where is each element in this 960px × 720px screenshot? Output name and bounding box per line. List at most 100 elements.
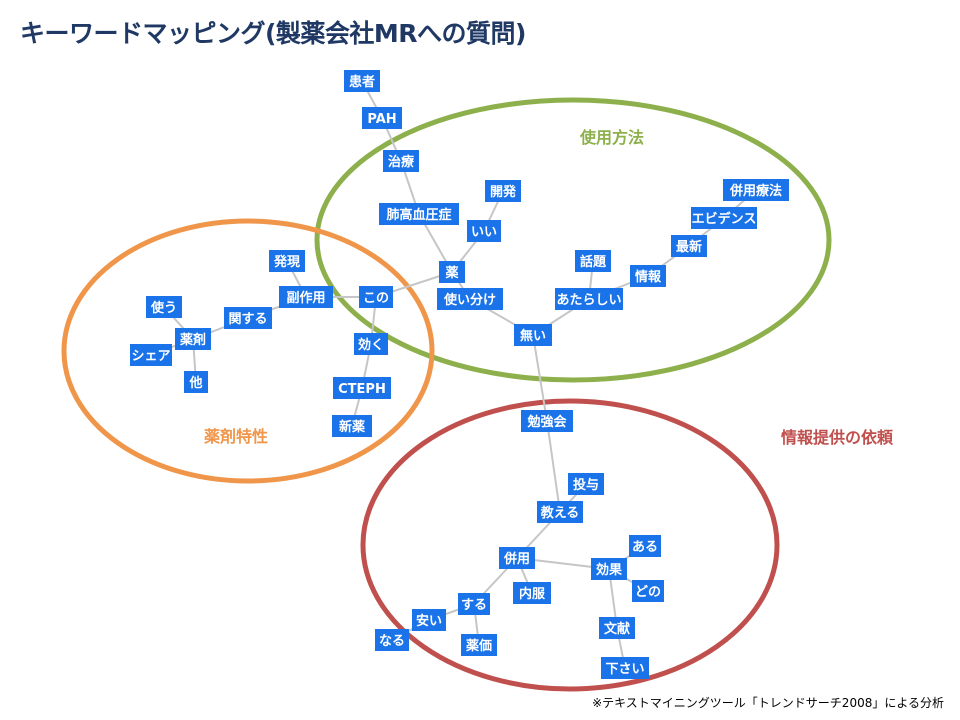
keyword-box — [568, 473, 604, 495]
keyword-box — [184, 371, 208, 393]
keyword-box — [175, 328, 211, 350]
keyword-box — [359, 286, 393, 308]
keyword-label: 効く — [358, 337, 384, 353]
keyword-node-evidence: エビデンス — [691, 207, 757, 229]
keyword-box — [632, 580, 664, 602]
keyword-label: エビデンス — [692, 211, 757, 227]
keyword-box — [375, 629, 409, 651]
keyword-nodes: 患者PAH治療開発肺高血圧症いい薬使い分け無い話題あたらしい情報最新エビデンス併… — [130, 70, 789, 679]
keyword-box — [591, 558, 627, 580]
keyword-node-oshieru: 教える — [537, 501, 583, 523]
keyword-box — [521, 410, 573, 432]
keyword-node-nai: 無い — [514, 324, 552, 346]
keyword-box — [601, 657, 649, 679]
keyword-box — [437, 288, 503, 310]
keyword-node-fukusayou: 副作用 — [279, 286, 333, 308]
keyword-box — [383, 150, 419, 172]
keyword-node-yakka: 薬価 — [461, 634, 497, 656]
keyword-box — [537, 501, 583, 523]
cluster-label-drug: 薬剤特性 — [203, 427, 268, 446]
keyword-node-heiyou: 併用 — [499, 547, 535, 569]
keyword-node-suru: する — [458, 593, 490, 615]
keyword-label: 副作用 — [286, 290, 325, 306]
keyword-box — [575, 250, 611, 272]
keyword-node-benkyoukai: 勉強会 — [521, 410, 573, 432]
keyword-node-heiyouryouhou: 併用療法 — [723, 179, 789, 201]
keyword-node-hoka: 他 — [184, 371, 208, 393]
keyword-node-toyo: 投与 — [568, 473, 604, 495]
keyword-box — [439, 261, 465, 283]
keyword-node-wadai: 話題 — [575, 250, 611, 272]
keyword-node-naifuku: 内服 — [513, 582, 551, 604]
keyword-edges — [150, 80, 757, 669]
cluster-ellipse-info — [360, 398, 780, 692]
keyword-node-yasui: 安い — [412, 609, 446, 631]
keyword-node-kanja: 患者 — [344, 70, 380, 92]
keyword-node-hatsugen: 発現 — [269, 250, 305, 272]
keyword-label: なる — [379, 634, 405, 649]
keyword-label: 無い — [520, 328, 546, 344]
keyword-label: 下さい — [605, 662, 644, 677]
keyword-box — [146, 296, 182, 318]
keyword-box — [333, 377, 391, 399]
keyword-node-kiku: 効く — [354, 333, 388, 355]
keyword-box — [332, 415, 372, 437]
keyword-node-tsukau: 使う — [146, 296, 182, 318]
keyword-node-atarashii: あたらしい — [555, 288, 623, 310]
page-title: キーワードマッピング(製薬会社MRへの質問) — [20, 19, 526, 48]
keyword-node-kaihatsu: 開発 — [485, 180, 521, 202]
keyword-label: 教える — [540, 505, 580, 521]
keyword-box — [412, 609, 446, 631]
cluster-ellipses — [61, 97, 832, 692]
keyword-label: この — [363, 291, 389, 306]
keyword-box — [723, 179, 789, 201]
keyword-label: 発現 — [273, 254, 300, 270]
keyword-node-shinyaku: 新薬 — [332, 415, 372, 437]
keyword-box — [513, 582, 551, 604]
keyword-box — [458, 593, 490, 615]
keyword-node-tsukaiwake: 使い分け — [437, 288, 503, 310]
keyword-box — [224, 307, 272, 329]
keyword-label: 使い分け — [443, 292, 496, 308]
keyword-box — [461, 634, 497, 656]
keyword-node-aru: ある — [629, 535, 661, 557]
keyword-label: 併用 — [503, 551, 530, 567]
keyword-box — [629, 535, 661, 557]
keyword-node-dono: どの — [632, 580, 664, 602]
keyword-node-saishin: 最新 — [671, 235, 707, 257]
keyword-box — [599, 617, 635, 639]
keyword-box — [130, 344, 172, 366]
keyword-box — [269, 250, 305, 272]
keyword-label: 薬剤 — [179, 332, 206, 348]
keyword-node-haikou: 肺高血圧症 — [379, 203, 459, 225]
keyword-node-chiryo: 治療 — [383, 150, 419, 172]
keyword-label: 併用療法 — [729, 183, 782, 199]
edge-benkyoukai-oshieru — [546, 420, 561, 513]
keyword-node-share: シェア — [130, 344, 172, 366]
cluster-label-info: 情報提供の依頼 — [781, 428, 894, 447]
keyword-label: PAH — [367, 112, 396, 127]
keyword-box — [485, 180, 521, 202]
keyword-node-kansuru: 関する — [224, 307, 272, 329]
edge-nai-benkyoukai — [532, 334, 548, 422]
keyword-label: 関する — [228, 312, 267, 327]
keyword-label: 他 — [188, 375, 202, 391]
keyword-box — [630, 265, 666, 287]
keyword-box — [691, 207, 757, 229]
keyword-label: 効果 — [596, 562, 622, 578]
keyword-label: する — [461, 598, 487, 613]
keyword-label: 内服 — [519, 586, 546, 602]
keyword-label: 治療 — [388, 154, 415, 170]
keyword-box — [514, 324, 552, 346]
keyword-label: 最新 — [676, 239, 702, 255]
keyword-node-ii: いい — [467, 220, 501, 242]
cluster-labels: 使用方法薬剤特性情報提供の依頼 — [203, 128, 894, 447]
keyword-label: 患者 — [349, 74, 375, 90]
keyword-box — [354, 333, 388, 355]
keyword-label: どの — [635, 585, 661, 600]
keyword-label: あたらしい — [556, 293, 621, 308]
keyword-label: いい — [471, 225, 497, 240]
cluster-ellipse-drug — [61, 218, 435, 484]
keyword-label: ある — [632, 540, 658, 555]
